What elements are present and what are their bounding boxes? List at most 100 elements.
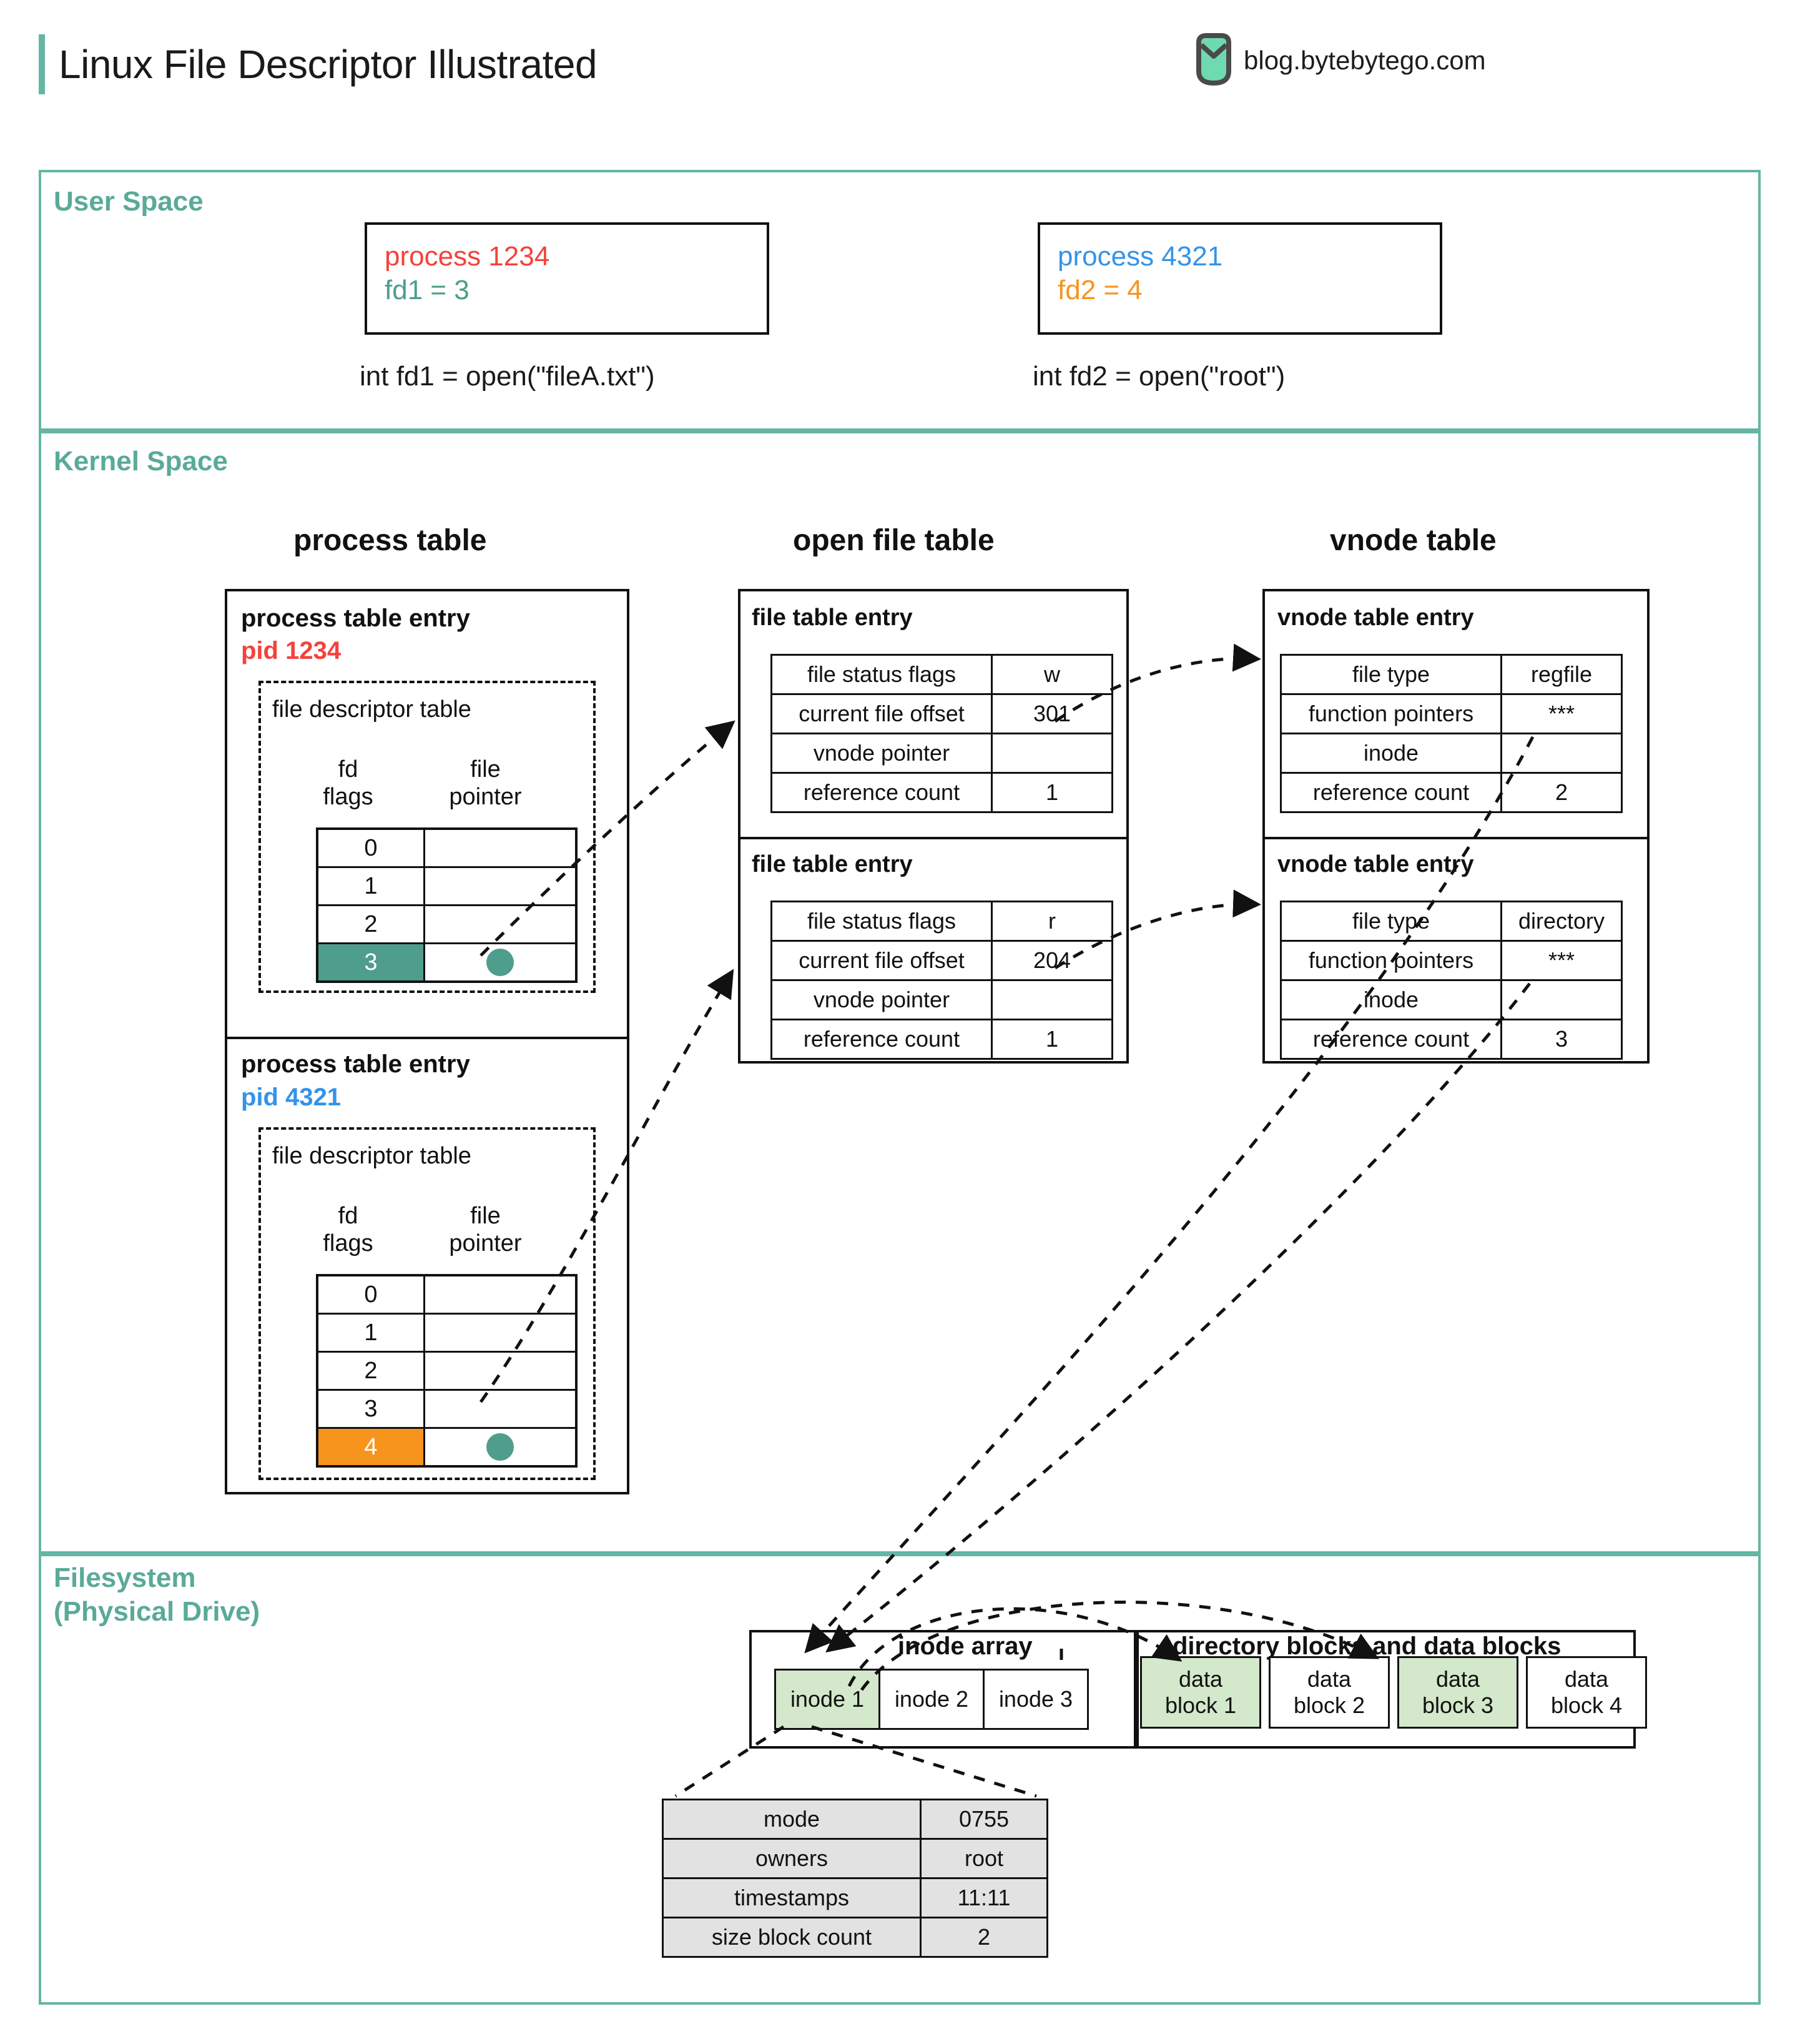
- fd-header-col-2: fd flags: [323, 1203, 373, 1257]
- list-item[interactable]: inode 3: [983, 1669, 1089, 1730]
- fd-table-1234: 0 1 2 3: [316, 827, 578, 983]
- row-value: ***: [1500, 940, 1623, 981]
- db-line2: block 1: [1164, 1692, 1237, 1718]
- table-row[interactable]: 3: [316, 1389, 578, 1429]
- process-box-4321: process 4321 fd2 = 4: [1038, 222, 1442, 335]
- vnode-table-entry-title-1: vnode table entry: [1277, 605, 1474, 631]
- db-line2: block 4: [1550, 1692, 1623, 1718]
- row-value-pointer: [1500, 979, 1623, 1020]
- file-pointer-cell: [423, 1313, 578, 1353]
- row-value: 0755: [920, 1799, 1048, 1840]
- table-row: function pointers***: [1280, 693, 1623, 734]
- vnode-table-entry-title-2: vnode table entry: [1277, 851, 1474, 877]
- label-filesystem-line1: Filesystem: [54, 1563, 196, 1593]
- row-key: inode: [1280, 979, 1502, 1020]
- column-title-open-file-table: open file table: [793, 524, 995, 557]
- list-item[interactable]: data block 2: [1269, 1656, 1390, 1729]
- list-item[interactable]: data block 3: [1397, 1656, 1518, 1729]
- row-key: reference count: [1280, 772, 1502, 813]
- process-table-divider: [225, 1037, 629, 1039]
- db-line1: data: [1307, 1666, 1352, 1692]
- fd-cell-highlighted: 3: [316, 942, 425, 983]
- row-value-pointer: [991, 979, 1113, 1020]
- row-key: current file offset: [770, 940, 993, 981]
- label-user-space: User Space: [54, 186, 204, 217]
- table-row[interactable]: 0: [316, 1274, 578, 1315]
- table-row[interactable]: 1: [316, 866, 578, 906]
- row-value: 11:11: [920, 1877, 1048, 1918]
- db-line1: data: [1435, 1666, 1480, 1692]
- file-pointer-header-col-1: file pointer: [449, 756, 522, 811]
- table-row[interactable]: 1: [316, 1313, 578, 1353]
- section-user-space: [39, 170, 1761, 431]
- row-value: 301: [991, 693, 1113, 734]
- row-value: 2: [1500, 772, 1623, 813]
- file-pointer-cell: [423, 866, 578, 906]
- row-value: 1: [991, 772, 1113, 813]
- table-row[interactable]: 4: [316, 1427, 578, 1468]
- row-key: file status flags: [770, 901, 993, 942]
- row-value: directory: [1500, 901, 1623, 942]
- row-value: 204: [991, 940, 1113, 981]
- label-filesystem-line2: (Physical Drive): [54, 1596, 260, 1627]
- row-value-pointer: [991, 733, 1113, 774]
- row-value: 3: [1500, 1019, 1623, 1060]
- brand-text: blog.bytebytego.com: [1244, 46, 1486, 75]
- row-key: reference count: [770, 1019, 993, 1060]
- code-open-root: int fd2 = open("root"): [1033, 361, 1286, 392]
- table-row: vnode pointer: [770, 979, 1113, 1020]
- row-key: file status flags: [770, 654, 993, 695]
- label-filesystem: Filesystem (Physical Drive): [54, 1561, 260, 1628]
- fd-cell-highlighted: 4: [316, 1427, 425, 1468]
- row-value: w: [991, 654, 1113, 695]
- title-accent-bar: [39, 34, 45, 94]
- brand: blog.bytebytego.com: [1193, 32, 1580, 89]
- file-pointer-cell: [423, 1351, 578, 1391]
- row-key: mode: [662, 1799, 922, 1840]
- row-key: function pointers: [1280, 693, 1502, 734]
- table-row[interactable]: 0: [316, 827, 578, 868]
- file-table-entry-title-1: file table entry: [752, 605, 913, 631]
- row-value: 2: [920, 1917, 1048, 1958]
- fd-cell: 1: [316, 866, 425, 906]
- table-row: inode: [1280, 979, 1623, 1020]
- title-bar: Linux File Descriptor Illustrated: [39, 30, 913, 99]
- list-item[interactable]: data block 1: [1140, 1656, 1261, 1729]
- row-key: owners: [662, 1838, 922, 1879]
- file-descriptor-table-label-1: file descriptor table: [272, 696, 471, 723]
- db-line1: data: [1178, 1666, 1223, 1692]
- pointer-dot-icon: [486, 1433, 514, 1461]
- table-row[interactable]: 3: [316, 942, 578, 983]
- process-fd-1234: fd1 = 3: [385, 274, 470, 305]
- fd-cell: 2: [316, 1351, 425, 1391]
- table-row[interactable]: 2: [316, 1351, 578, 1391]
- process-name-1234: process 1234: [385, 241, 550, 272]
- fd-cell: 2: [316, 904, 425, 944]
- db-line2: block 3: [1422, 1692, 1494, 1718]
- row-key: vnode pointer: [770, 979, 993, 1020]
- fd-table-header-2: fd flags file pointer: [293, 1202, 568, 1257]
- list-item[interactable]: inode 1: [774, 1669, 880, 1730]
- table-row[interactable]: 2: [316, 904, 578, 944]
- list-item[interactable]: inode 2: [878, 1669, 985, 1730]
- list-item[interactable]: data block 4: [1526, 1656, 1647, 1729]
- row-value: regfile: [1500, 654, 1623, 695]
- pointer-dot-icon: [486, 949, 514, 976]
- inode-array-cells: inode 1 inode 2 inode 3: [774, 1669, 1089, 1730]
- inode-array-title: inode array: [898, 1632, 1033, 1660]
- fd-table-header-1: fd flags file pointer: [293, 756, 568, 811]
